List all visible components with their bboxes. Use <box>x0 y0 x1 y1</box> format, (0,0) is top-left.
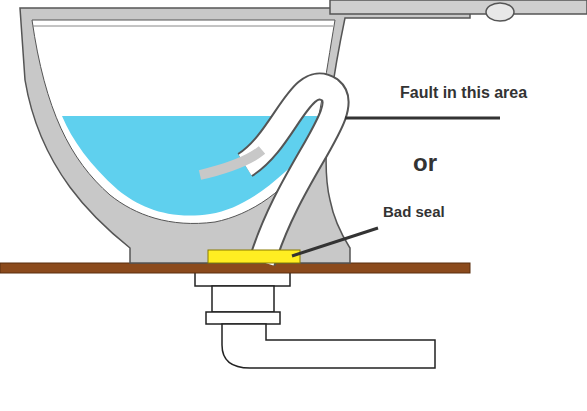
fault-label: Fault in this area <box>400 84 527 102</box>
trap-weir <box>200 150 262 175</box>
leader-line <box>292 228 378 256</box>
trapway <box>245 86 336 262</box>
wax-seal <box>208 250 300 263</box>
flush-valve <box>486 3 514 21</box>
leader-line <box>345 117 500 120</box>
or-label: or <box>413 150 437 176</box>
toilet-body <box>20 8 470 263</box>
trap-outline <box>245 86 336 262</box>
flange <box>195 272 290 286</box>
pipe-fitting <box>206 312 280 324</box>
tank <box>330 0 587 14</box>
rim <box>32 26 333 27</box>
seal-label: Bad seal <box>383 204 445 221</box>
floor <box>0 263 470 273</box>
pipe-elbow <box>222 324 435 368</box>
drain-pipe <box>195 272 435 368</box>
pipe-collar <box>212 286 274 312</box>
